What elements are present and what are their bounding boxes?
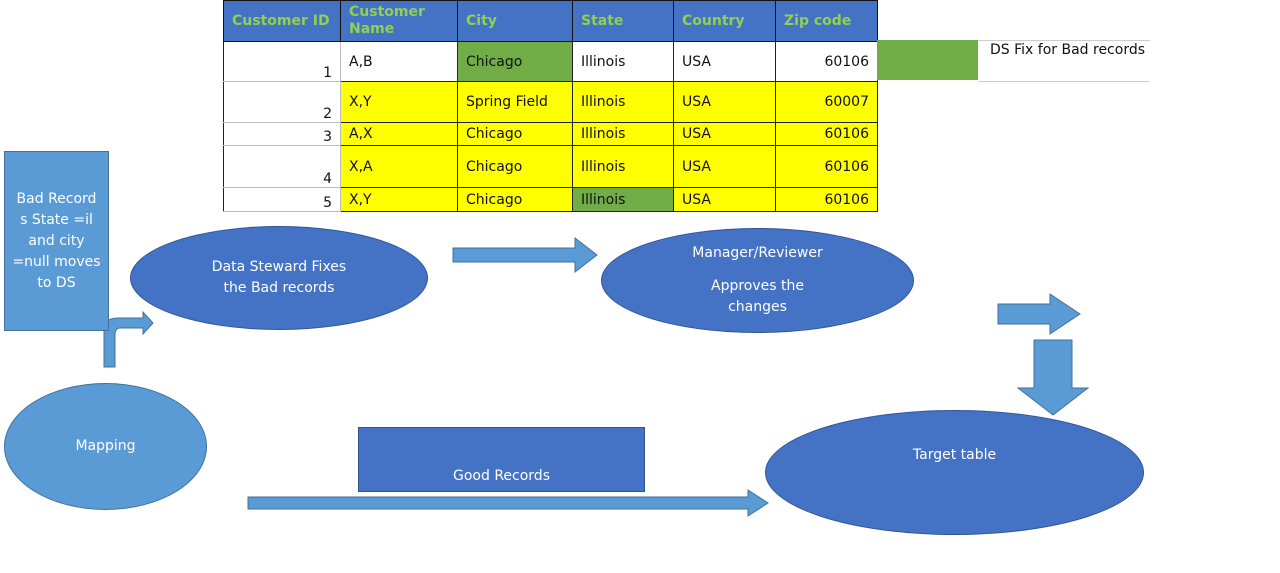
cell-name: X,Y [340,187,458,212]
cell-state: Illinois [572,122,674,146]
cell-country: USA [673,145,776,188]
bad-records-label: Bad Record s State =il and city =null mo… [12,190,101,291]
header-cell: State [572,0,674,42]
header-cell: City [457,0,573,42]
cell-state: Illinois [572,41,674,82]
data-steward-node: Data Steward Fixes the Bad records [130,226,428,330]
cell-country: USA [673,187,776,212]
down-arrow [1016,339,1090,416]
target-table-node: Target table [765,410,1144,535]
customer-table: Customer ID Customer Name City State Cou… [223,0,878,212]
cell-id: 2 [223,81,341,123]
cell-city: Chicago [457,145,573,188]
good-records-box: Good Records [358,427,645,492]
good-records-label: Good Records [453,468,550,484]
manager-title: Manager/Reviewer [692,245,823,261]
cell-id: 1 [223,41,341,82]
cell-zip: 60007 [775,81,878,123]
cell-id: 5 [223,187,341,212]
bent-arrow [103,310,154,368]
manager-node: Manager/Reviewer Approves the changes [601,228,914,333]
cell-state: Illinois [572,145,674,188]
cell-id: 3 [223,122,341,146]
mapping-label: Mapping [75,438,136,454]
manager-subtitle: Approves the changes [711,278,804,315]
right-arrow [247,489,769,517]
header-cell: Customer ID [223,0,341,42]
header-cell: Country [673,0,776,42]
data-steward-label: Data Steward Fixes the Bad records [211,259,347,296]
right-arrow [997,293,1081,335]
cell-id: 4 [223,145,341,188]
target-table-label: Target table [912,447,997,463]
cell-city: Spring Field [457,81,573,123]
cell-country: USA [673,122,776,146]
cell-country: USA [673,81,776,123]
cell-city: Chicago [457,187,573,212]
cell-country: USA [673,41,776,82]
legend-label: DS Fix for Bad records [978,40,1150,82]
mapping-node: Mapping [4,383,207,510]
bad-records-box: Bad Record s State =il and city =null mo… [4,151,109,331]
cell-zip: 60106 [775,122,878,146]
cell-name: X,A [340,145,458,188]
table-header: Customer ID Customer Name City State Cou… [223,0,878,42]
table-row: 5 X,Y Chicago Illinois USA 60106 [223,187,878,212]
cell-zip: 60106 [775,187,878,212]
cell-name: A,X [340,122,458,146]
cell-name: A,B [340,41,458,82]
cell-city: Chicago [457,41,573,82]
right-arrow [452,236,598,274]
legend-swatch [877,40,978,80]
